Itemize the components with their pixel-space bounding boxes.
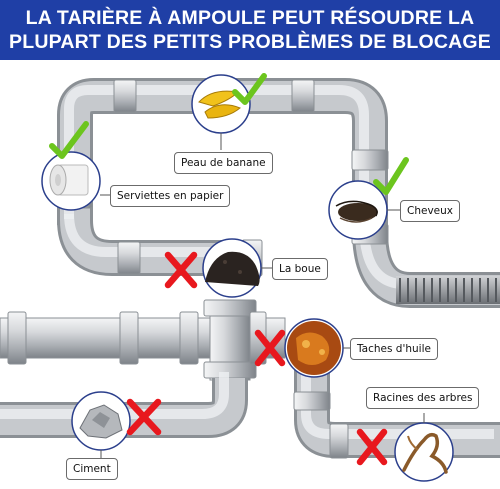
hair-circle (328, 180, 388, 240)
label-banana: Peau de banane (174, 152, 273, 174)
paper-circle (41, 151, 101, 211)
title-line-1: LA TARIÈRE À AMPOULE PEUT RÉSOUDRE LA (25, 7, 475, 29)
label-mud: La boue (272, 258, 328, 280)
cement-circle (71, 391, 131, 451)
label-cement: Ciment (66, 458, 118, 480)
label-oil: Taches d'huile (350, 338, 438, 360)
upper-loop-pipes (57, 78, 500, 308)
check-marks (49, 73, 409, 195)
mud-circle (202, 238, 262, 298)
oil-circle (284, 318, 344, 378)
roots-circle (394, 422, 454, 482)
label-roots: Racines des arbres (366, 387, 480, 409)
title-line-2: PLUPART DES PETITS PROBLÈMES DE BLOCAGE (9, 31, 491, 53)
pipe-illustration (0, 73, 500, 482)
label-paper: Serviettes en papier (110, 185, 231, 207)
title-banner: LA TARIÈRE À AMPOULE PEUT RÉSOUDRE LA PL… (0, 0, 500, 60)
label-hair: Cheveux (400, 200, 460, 222)
pipe-scene: Peau de banane Serviettes en papier Chev… (0, 60, 500, 489)
lower-main-pipe (0, 299, 286, 438)
cross-marks (126, 251, 388, 466)
banana-circle (191, 74, 251, 134)
right-lower-pipe (293, 354, 500, 459)
